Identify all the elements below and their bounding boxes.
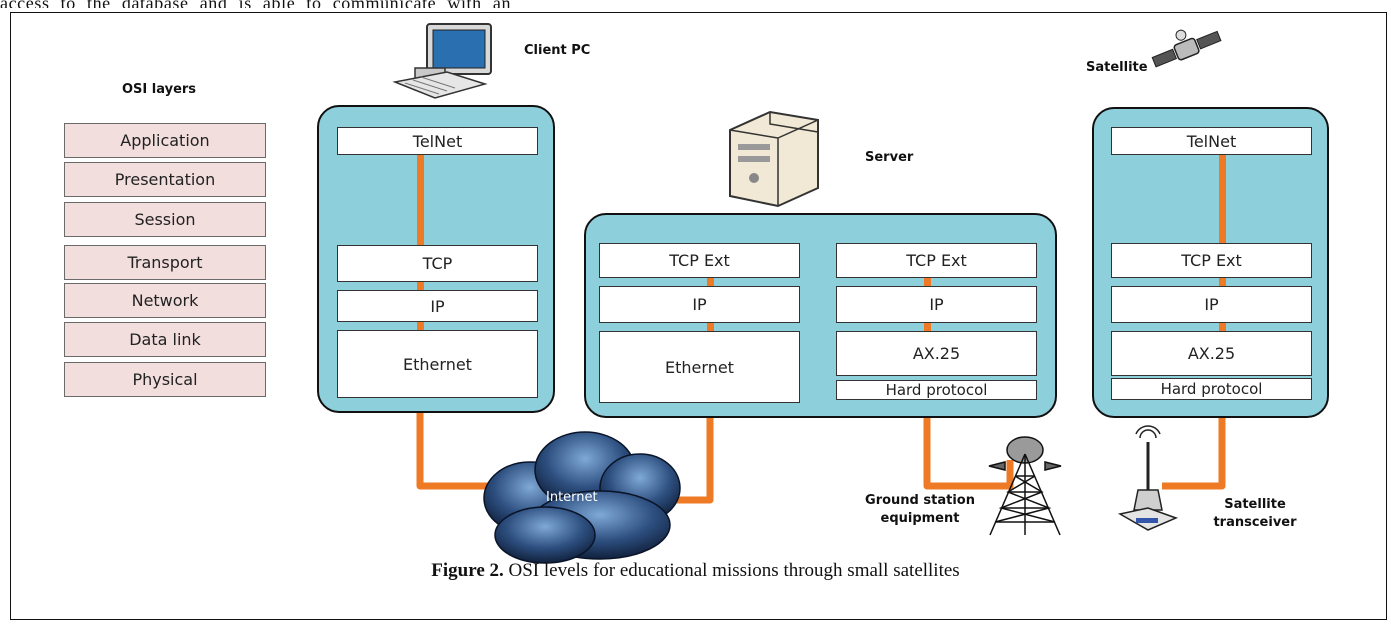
ground-station-label-1: Ground station (865, 493, 975, 508)
osi-layer-data-link: Data link (64, 322, 266, 357)
server-left-tcp: TCP Ext (599, 243, 800, 278)
satellite-telnet: TelNet (1111, 127, 1312, 155)
osi-layer-physical: Physical (64, 362, 266, 397)
transceiver-label-2: transceiver (1213, 515, 1297, 530)
client-ip: IP (337, 290, 538, 322)
client-telnet: TelNet (337, 127, 538, 155)
server-right-hard-protocol: Hard protocol (836, 380, 1037, 400)
osi-layer-transport: Transport (64, 245, 266, 280)
osi-layer-network: Network (64, 283, 266, 318)
client-cable (416, 413, 497, 490)
header-text: access to the database and is able to co… (0, 0, 1391, 8)
server-right-ip: IP (836, 286, 1037, 323)
caption-text: OSI levels for educational missions thro… (503, 560, 960, 581)
server-label: Server (865, 150, 914, 165)
satellite-cable (1162, 400, 1226, 490)
satellite-hard-protocol: Hard protocol (1111, 378, 1312, 400)
server-right-ax25: AX.25 (836, 331, 1037, 376)
internet-label: Internet (546, 490, 598, 505)
satellite-ip: IP (1111, 286, 1312, 323)
osi-layer-presentation: Presentation (64, 162, 266, 197)
osi-title: OSI layers (122, 82, 197, 97)
figure-frame (10, 12, 1387, 620)
client-ethernet: Ethernet (337, 330, 538, 398)
osi-layer-application: Application (64, 123, 266, 158)
transceiver-label-1: Satellite (1224, 497, 1286, 512)
caption-label: Figure 2. (431, 560, 504, 581)
server-left-ethernet: Ethernet (599, 331, 800, 403)
satellite-tcp: TCP Ext (1111, 243, 1312, 278)
server-cable-internet (655, 418, 714, 504)
figure-caption: Figure 2. OSI levels for educational mis… (0, 560, 1391, 582)
satellite-ax25: AX.25 (1111, 331, 1312, 376)
server-left-ip: IP (599, 286, 800, 323)
client-tcp: TCP (337, 245, 538, 282)
satellite-label: Satellite (1086, 60, 1148, 75)
ground-station-label-2: equipment (880, 511, 960, 526)
server-right-tcp: TCP Ext (836, 243, 1037, 278)
client-pc-label: Client PC (524, 43, 591, 58)
osi-layer-session: Session (64, 202, 266, 237)
